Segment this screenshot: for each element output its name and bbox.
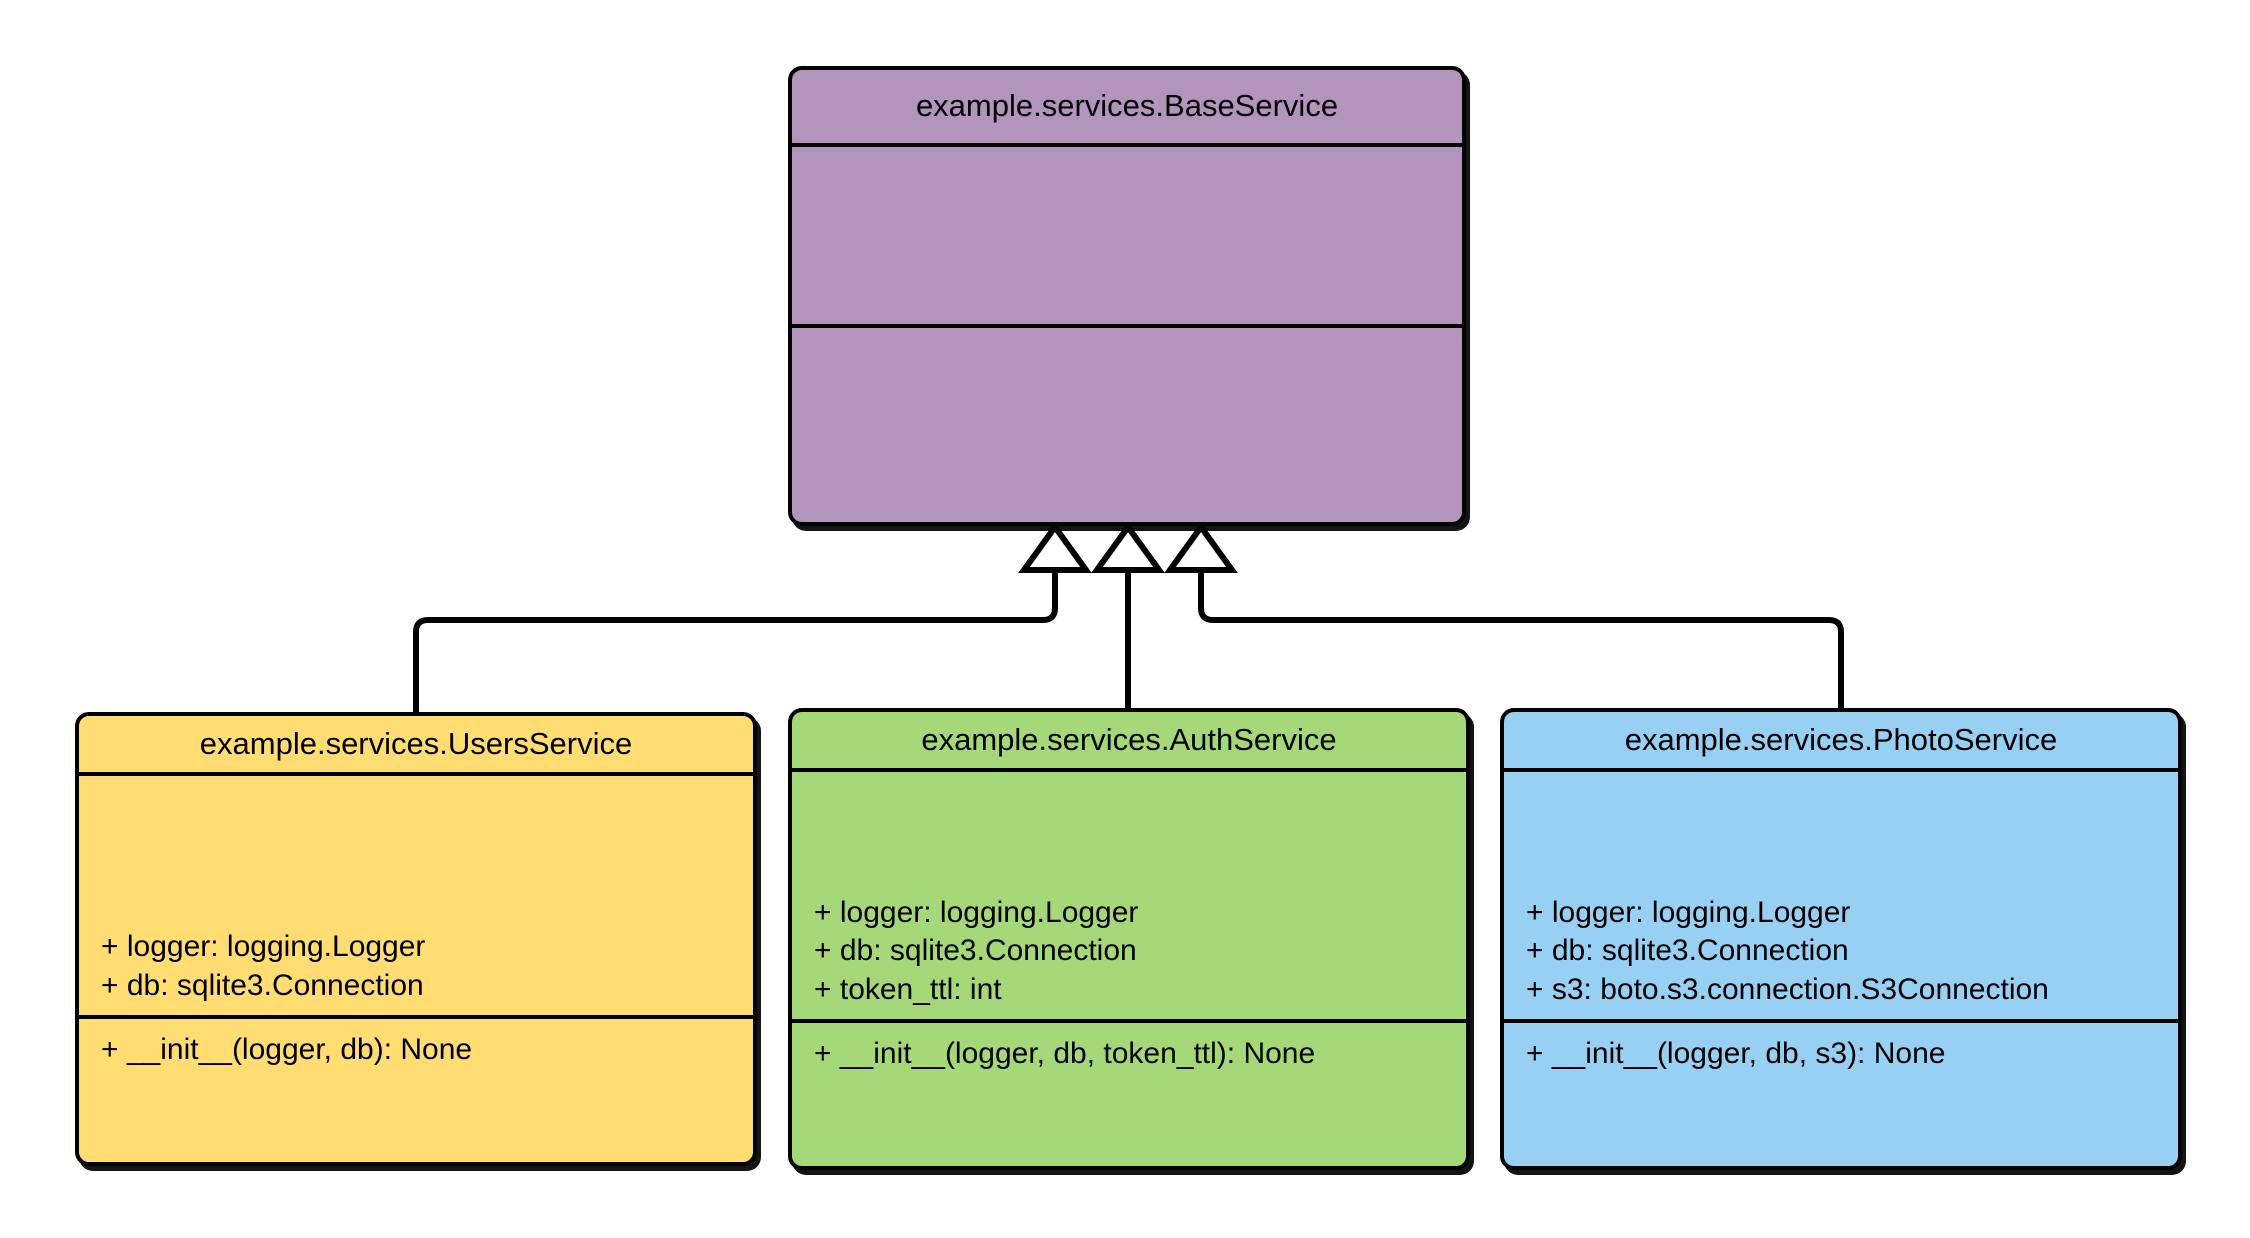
- inheritance-arrowhead-auth: [1091, 521, 1165, 573]
- class-node-users-service[interactable]: example.services.UsersService + logger: …: [75, 712, 757, 1166]
- class-node-base-service[interactable]: example.services.BaseService: [788, 66, 1466, 526]
- attribute-row: + db: sqlite3.Connection: [101, 968, 424, 1002]
- class-methods-users-service: + __init__(logger, db): None: [79, 1019, 753, 1162]
- attribute-row: + token_ttl: int: [814, 972, 1002, 1006]
- edge-photo-to-base: [1198, 570, 1844, 708]
- class-name-base-service: example.services.BaseService: [792, 70, 1462, 147]
- inheritance-arrowhead-photo: [1164, 521, 1238, 573]
- class-name-auth-service: example.services.AuthService: [792, 712, 1466, 772]
- inheritance-arrowhead-users: [1018, 521, 1092, 573]
- attribute-row: + db: sqlite3.Connection: [1526, 934, 1849, 968]
- attribute-row: + logger: logging.Logger: [101, 930, 426, 964]
- class-node-auth-service[interactable]: example.services.AuthService + logger: l…: [788, 708, 1470, 1170]
- method-row: + __init__(logger, db, s3): None: [1526, 1037, 1946, 1070]
- edge-users-to-base: [413, 570, 1058, 712]
- class-attributes-photo-service: + logger: logging.Logger + db: sqlite3.C…: [1504, 772, 2178, 1023]
- attribute-row: + s3: boto.s3.connection.S3Connection: [1526, 972, 2049, 1006]
- class-name-photo-service: example.services.PhotoService: [1504, 712, 2178, 772]
- attribute-row: + db: sqlite3.Connection: [814, 934, 1137, 968]
- class-name-users-service: example.services.UsersService: [79, 716, 753, 776]
- class-methods-photo-service: + __init__(logger, db, s3): None: [1504, 1023, 2178, 1166]
- class-attributes-base-service: [792, 147, 1462, 328]
- class-methods-auth-service: + __init__(logger, db, token_ttl): None: [792, 1023, 1466, 1166]
- attribute-row: + logger: logging.Logger: [814, 895, 1139, 929]
- class-attributes-users-service: + logger: logging.Logger + db: sqlite3.C…: [79, 776, 753, 1019]
- method-row: + __init__(logger, db): None: [101, 1033, 473, 1066]
- attribute-row: + logger: logging.Logger: [1526, 895, 1851, 929]
- class-node-photo-service[interactable]: example.services.PhotoService + logger: …: [1500, 708, 2182, 1170]
- class-methods-base-service: [792, 328, 1462, 522]
- method-row: + __init__(logger, db, token_ttl): None: [814, 1037, 1316, 1070]
- class-attributes-auth-service: + logger: logging.Logger + db: sqlite3.C…: [792, 772, 1466, 1023]
